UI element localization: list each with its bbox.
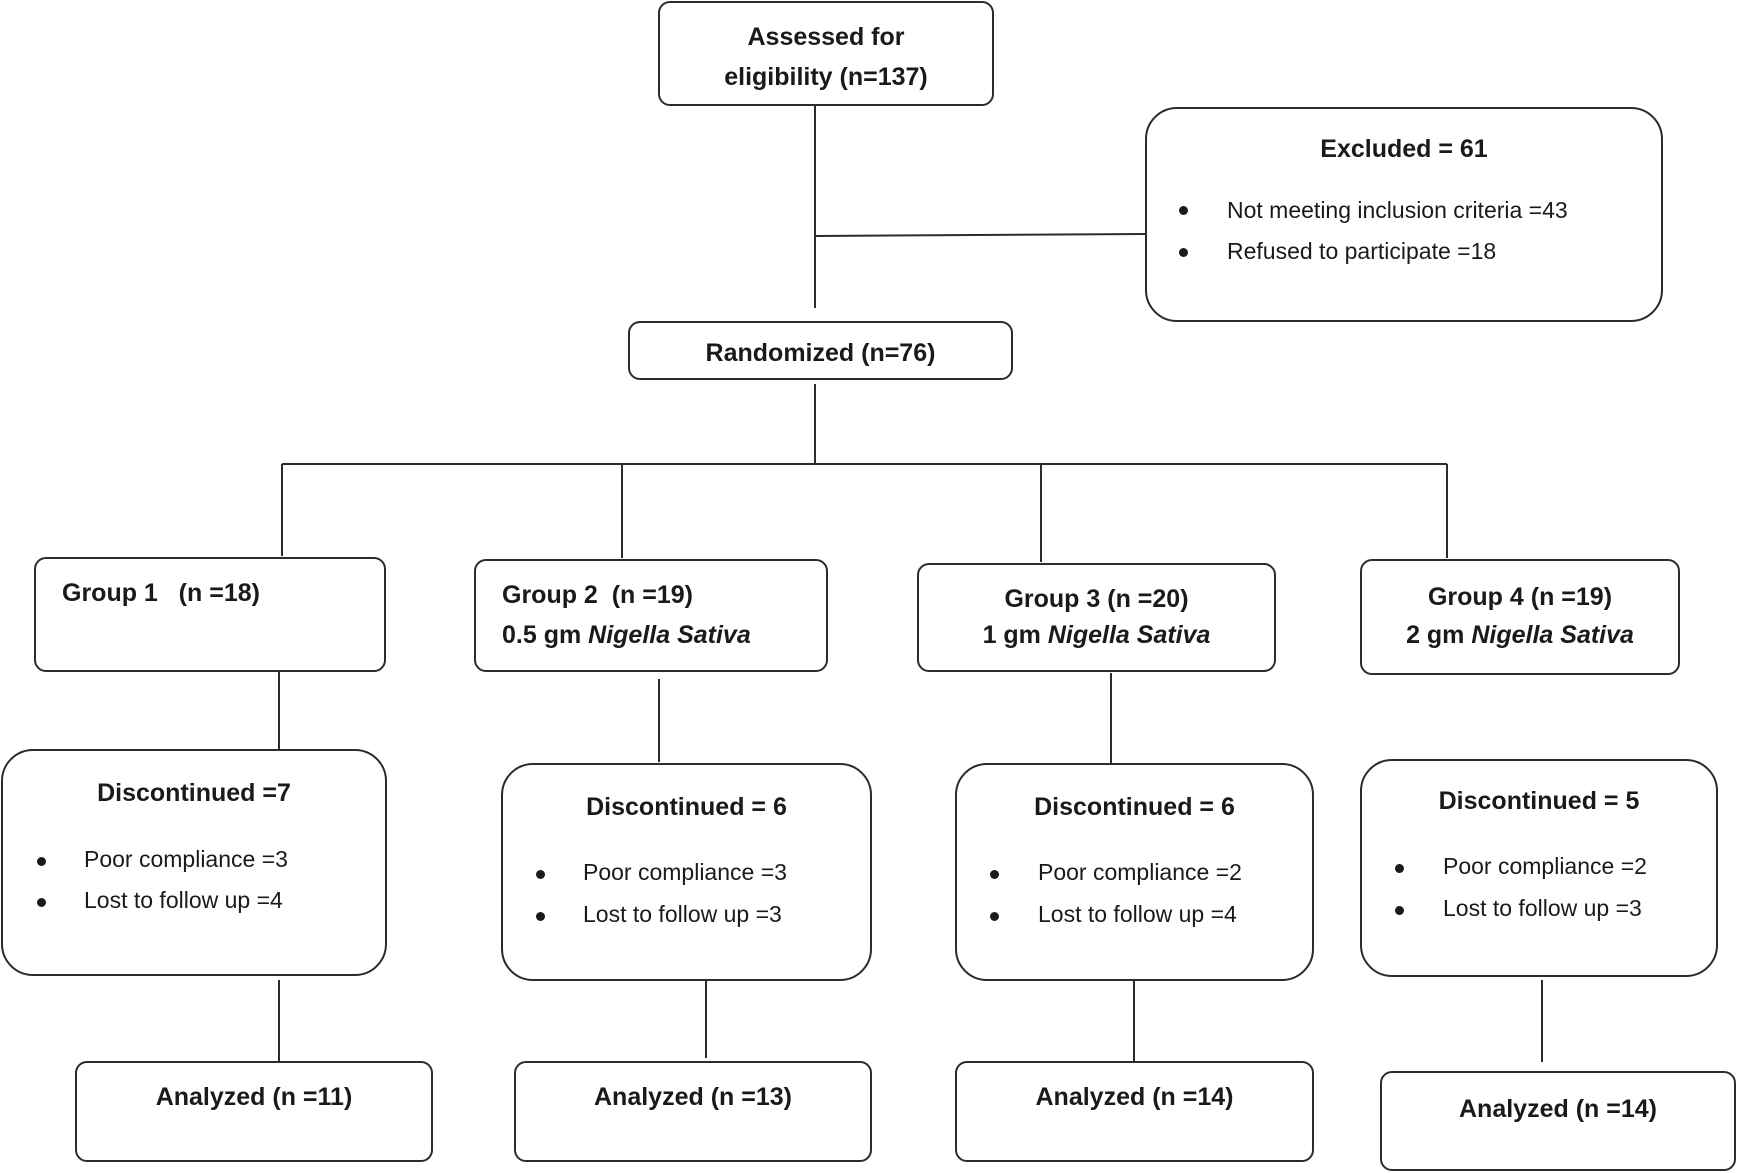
group-dose: 1 gm (982, 621, 1048, 649)
discontinued-title: Discontinued = 6 (586, 793, 787, 821)
group-drug: Nigella Sativa (588, 621, 751, 649)
group-title: Group 4 (n =19) (1427, 583, 1613, 611)
bullet-icon (990, 912, 999, 921)
group-box-3: Group 3 (n =20) 1 gm Nigella Sativa (917, 563, 1276, 672)
group-drug: Nigella Sativa (1471, 621, 1634, 649)
bullet-icon (536, 870, 545, 879)
randomized-box: Randomized (n=76) (628, 321, 1013, 380)
analyzed-label: Analyzed (n =14) (1035, 1083, 1234, 1111)
discontinued-item: Lost to follow up =3 (1443, 895, 1642, 921)
group-dose-line: 1 gm Nigella Sativa (919, 621, 1274, 650)
bullet-icon (37, 857, 46, 866)
group-box-2: Group 2 (n =19) 0.5 gm Nigella Sativa (474, 559, 828, 672)
group-dose: 0.5 gm (502, 621, 589, 649)
analyzed-box-4: Analyzed (n =14) (1380, 1071, 1736, 1171)
discontinued-box-4: Discontinued = 5 Poor compliance =2 Lost… (1360, 759, 1718, 977)
analyzed-box-1: Analyzed (n =11) (75, 1061, 433, 1162)
discontinued-item: Poor compliance =2 (1038, 859, 1242, 885)
analyzed-label: Analyzed (n =13) (594, 1083, 792, 1111)
bullet-icon (990, 870, 999, 879)
group-title: Group 1 (n =18) (62, 579, 260, 607)
discontinued-title: Discontinued = 6 (1034, 793, 1235, 821)
excluded-title: Excluded = 61 (1320, 135, 1488, 163)
group-title: Group 2 (n =19) (502, 581, 694, 609)
discontinued-title: Discontinued = 5 (1438, 787, 1640, 815)
analyzed-label: Analyzed (n =14) (1459, 1095, 1657, 1123)
group-dose-line: 0.5 gm Nigella Sativa (502, 621, 751, 650)
group-box-1: Group 1 (n =18) (34, 557, 386, 672)
discontinued-item: Lost to follow up =3 (583, 901, 782, 927)
assessed-line2: eligibility (n=137) (724, 63, 928, 91)
bullet-icon (1395, 906, 1404, 915)
analyzed-box-2: Analyzed (n =13) (514, 1061, 872, 1162)
discontinued-item: Lost to follow up =4 (1038, 901, 1237, 927)
group-dose-line: 2 gm Nigella Sativa (1362, 621, 1678, 650)
group-dose: 2 gm (1406, 621, 1472, 649)
connector-excluded (814, 233, 1147, 237)
group-box-4: Group 4 (n =19) 2 gm Nigella Sativa (1360, 559, 1680, 675)
discontinued-box-3: Discontinued = 6 Poor compliance =2 Lost… (955, 763, 1314, 981)
discontinued-box-2: Discontinued = 6 Poor compliance =3 Lost… (501, 763, 872, 981)
group-drug: Nigella Sativa (1047, 621, 1211, 649)
discontinued-title: Discontinued =7 (97, 779, 291, 807)
bullet-icon (1179, 206, 1188, 215)
assessed-box: Assessed for eligibility (n=137) (658, 1, 994, 106)
discontinued-item: Poor compliance =3 (583, 859, 787, 885)
assessed-line1: Assessed for (747, 23, 905, 51)
bullet-icon (1395, 864, 1404, 873)
randomized-label: Randomized (n=76) (705, 339, 936, 367)
bullet-icon (536, 912, 545, 921)
bullet-icon (37, 898, 46, 907)
group-title: Group 3 (n =20) (1004, 585, 1189, 613)
discontinued-item: Lost to follow up =4 (84, 887, 283, 913)
discontinued-box-1: Discontinued =7 Poor compliance =3 Lost … (1, 749, 387, 976)
bullet-icon (1179, 248, 1188, 257)
excluded-item: Refused to participate =18 (1227, 238, 1497, 264)
excluded-item: Not meeting inclusion criteria =43 (1227, 197, 1568, 223)
discontinued-item: Poor compliance =2 (1443, 853, 1647, 879)
discontinued-item: Poor compliance =3 (84, 846, 288, 872)
analyzed-box-3: Analyzed (n =14) (955, 1061, 1314, 1162)
analyzed-label: Analyzed (n =11) (155, 1083, 353, 1111)
excluded-box: Excluded = 61 Not meeting inclusion crit… (1145, 107, 1663, 322)
